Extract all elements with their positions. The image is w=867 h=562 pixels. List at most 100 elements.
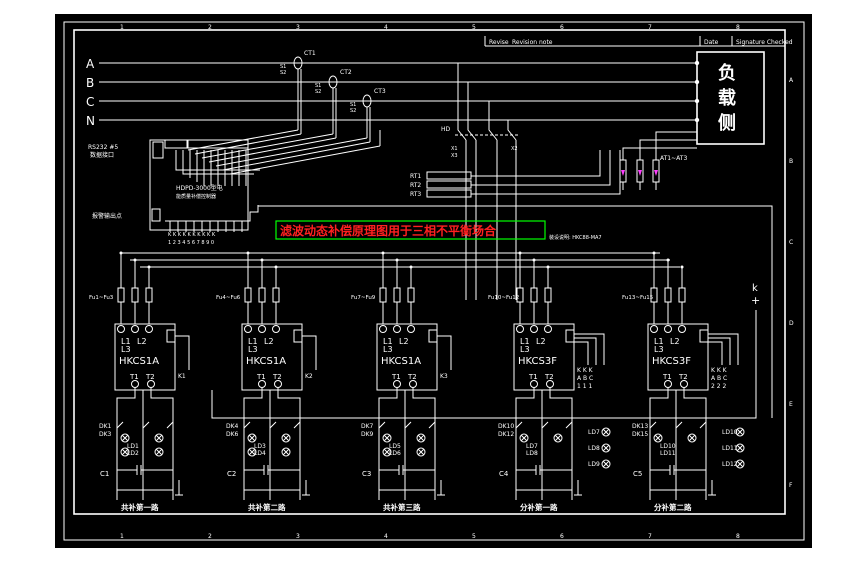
column-number-top: 4 (384, 24, 388, 31)
lamp-ld-1: LD7 (526, 443, 538, 450)
row-letter: C (789, 239, 793, 246)
switch-hd: HD (441, 126, 451, 133)
fuse-label: Fu4~Fu6 (216, 295, 241, 301)
terminal-l3: L3 (654, 345, 664, 354)
lamp-ld-2: LD11 (660, 450, 676, 457)
header-cell-revision-note: Revision note (512, 39, 553, 46)
drawing-background (55, 14, 812, 548)
contactor-dk-b: DK9 (361, 431, 374, 438)
branch-caption: 分补第一路 (520, 502, 558, 512)
main-switch: HD X1 X3 X2 RT1 RT2 RT3 (410, 63, 621, 300)
column-number-top: 8 (736, 24, 740, 31)
ct1-label: CT1 (304, 50, 316, 57)
module-model: HKCS1A (246, 356, 286, 367)
lamp-ld-1: LD10 (660, 443, 676, 450)
row-letter: D (789, 320, 794, 327)
lamp-label-c: LD9 (588, 461, 600, 468)
column-number-bottom: 1 (120, 533, 124, 540)
switch-x1: X1 (451, 146, 458, 152)
terminal-l3: L3 (121, 345, 131, 354)
switch-x3: X3 (451, 153, 458, 159)
contactor-dk-a: DK1 (99, 423, 112, 430)
column-number-bottom: 2 (208, 533, 212, 540)
controller-k-numbers: 1 2 3 4 5 6 7 8 9 0 (168, 240, 214, 246)
terminal-l1: L1 (121, 337, 131, 346)
column-number-top: 2 (208, 24, 212, 31)
lamp-label-b: LD8 (588, 445, 600, 452)
lamp-ld-1: LD3 (254, 443, 266, 450)
terminal-k: k (752, 283, 758, 294)
rt2-label: RT2 (410, 182, 421, 189)
fuse-label: Fu7~Fu9 (351, 295, 376, 301)
terminal-l2: L2 (137, 337, 147, 346)
terminal-t1: T1 (662, 373, 672, 381)
phase-label-a: A (86, 57, 95, 71)
controller-name: HDPD-3000型电 (176, 184, 223, 192)
lamp-label-c: LD12 (722, 461, 738, 468)
module-k-phase: A B C (577, 375, 593, 382)
controller-k-row: K K K K K K K K K K (168, 232, 216, 238)
contactor-dk-a: DK7 (361, 423, 374, 430)
controller-unit: HDPD-3000型电 能质量补偿控制器 RS232 #5 数据接口 报警输出点… (88, 139, 260, 246)
column-number-top: 6 (560, 24, 564, 31)
surge-arresters: AT1~AT3 (619, 131, 697, 190)
load-char-2: 载 (718, 87, 736, 109)
load-char-1: 负 (718, 62, 736, 84)
ct3-s1: S1 (350, 102, 356, 108)
module-k-label: K K K (711, 367, 728, 374)
module-k-phase: A B C (711, 375, 727, 382)
terminal-t1: T1 (129, 373, 139, 381)
capacitor-label: C5 (633, 470, 642, 478)
capacitor-label: C3 (362, 470, 371, 478)
ct3-s2: S2 (350, 108, 356, 114)
column-number-bottom: 5 (472, 533, 476, 540)
module-k-label: K1 (178, 373, 186, 380)
caption-box: 滤波动态补偿原理图用于三相不平衡场合 装设说明: HKC88-MA7 (275, 220, 602, 241)
terminal-l1: L1 (654, 337, 664, 346)
inner-frame (73, 29, 786, 515)
terminal-l1: L1 (248, 337, 258, 346)
fuse-label: Fu1~Fu3 (89, 295, 114, 301)
title-block-header: Revise Revision note Date Signature Chec… (484, 36, 793, 47)
ct2-s2: S2 (315, 89, 321, 95)
row-letter: B (789, 158, 793, 165)
ct2-label: CT2 (340, 69, 352, 76)
column-number-bottom: 4 (384, 533, 388, 540)
load-side-box: 负 载 侧 (696, 51, 765, 145)
terminal-l3: L3 (248, 345, 258, 354)
lamp-ld-1: LD5 (389, 443, 401, 450)
phase-label-b: B (86, 76, 94, 90)
terminal-l2: L2 (536, 337, 546, 346)
branch-caption: 分补第二路 (654, 502, 692, 512)
module-k-label: K2 (305, 373, 313, 380)
plus-terminal: k + (211, 283, 760, 419)
rt1-label: RT1 (410, 173, 421, 180)
lamp-ld-2: LD6 (389, 450, 401, 457)
module-model: HKCS1A (381, 356, 421, 367)
outer-frame (63, 21, 805, 541)
header-cell-signature: Signature Checked (736, 39, 793, 46)
terminal-t2: T2 (544, 373, 554, 381)
branch-caption: 共补第二路 (248, 502, 286, 512)
lamp-label-a: LD10 (722, 429, 738, 436)
column-number-top: 5 (472, 24, 476, 31)
terminal-t2: T2 (145, 373, 155, 381)
phase-label-n: N (86, 114, 95, 128)
terminal-t1: T1 (391, 373, 401, 381)
column-number-top: 1 (120, 24, 124, 31)
rt3-label: RT3 (410, 191, 421, 198)
switch-x2: X2 (511, 146, 518, 152)
header-cell-revise: Revise (489, 39, 509, 46)
caption-text: 滤波动态补偿原理图用于三相不平衡场合 (280, 223, 497, 238)
column-number-bottom: 6 (560, 533, 564, 540)
terminal-t2: T2 (407, 373, 417, 381)
contactor-dk-b: DK15 (632, 431, 648, 438)
terminal-t2: T2 (678, 373, 688, 381)
module-model: HKCS3F (652, 356, 691, 367)
fuse-label: Fu13~Fu15 (622, 295, 654, 301)
load-char-3: 侧 (718, 113, 736, 134)
